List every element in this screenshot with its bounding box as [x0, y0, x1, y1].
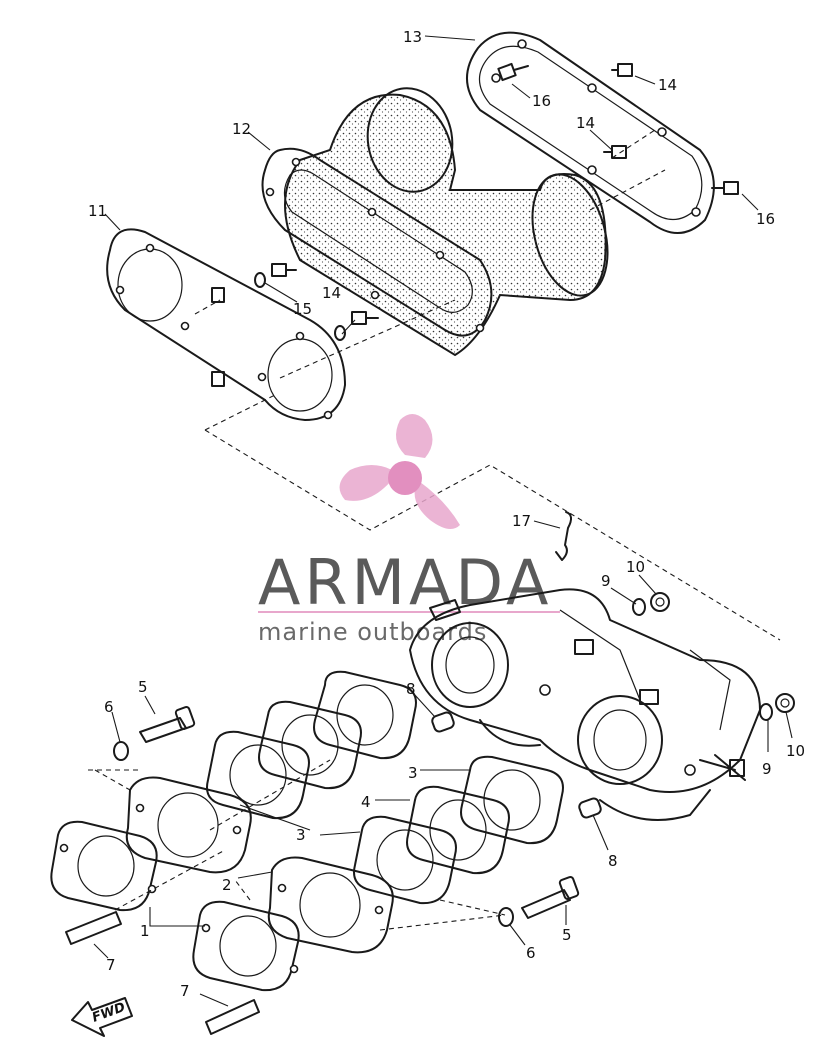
- gasket-4-right: [406, 785, 510, 875]
- stud-7-bottom: [205, 999, 260, 1035]
- collar-8-left: [431, 711, 455, 733]
- screw-14-middle: [603, 145, 627, 159]
- gasket-1-upper: [50, 820, 158, 912]
- callout-10-upper: 10: [626, 558, 645, 576]
- callout-5-right: 5: [562, 926, 572, 944]
- callout-15: 15: [293, 300, 312, 318]
- callout-7-bottom: 7: [180, 982, 190, 1000]
- callout-16-top: 16: [532, 92, 551, 110]
- washer-6-left: [113, 741, 129, 761]
- stud-7-left: [65, 911, 122, 945]
- callout-8-right: 8: [608, 852, 618, 870]
- propeller-icon: [339, 414, 460, 529]
- callout-4: 4: [361, 793, 371, 811]
- callout-8-left: 8: [406, 680, 416, 698]
- carburetor-assembly: [409, 588, 761, 821]
- collar-8-right: [578, 797, 602, 819]
- nut-10-lower: [775, 693, 795, 713]
- screw-14-b: [351, 311, 379, 325]
- gasket-3-upper: [313, 670, 417, 760]
- callout-14-top: 14: [658, 76, 677, 94]
- gasket-4-upper: [258, 700, 362, 790]
- gasket-plate-11: [106, 228, 346, 421]
- gasket-3-mid: [206, 730, 310, 820]
- washer-6-right: [498, 907, 514, 927]
- callout-9-lower: 9: [762, 760, 772, 778]
- spacer-2-lower: [267, 856, 394, 954]
- gasket-1-lower: [192, 900, 300, 992]
- callout-10-lower: 10: [786, 742, 805, 760]
- stud-5-left: [139, 706, 196, 743]
- screw-14-a: [271, 263, 297, 277]
- callout-3-mid: 3: [296, 826, 306, 844]
- callout-5-left: 5: [138, 678, 148, 696]
- washer-9-upper: [632, 598, 646, 616]
- brand-tagline: marine outboards: [258, 618, 487, 646]
- gasket-3-right-low: [353, 815, 457, 905]
- washer-15-a: [254, 272, 266, 288]
- callout-3-upper: 3: [408, 764, 418, 782]
- callout-12: 12: [232, 120, 251, 138]
- callout-6-left: 6: [104, 698, 114, 716]
- screw-14-top: [611, 63, 633, 77]
- cover-plate-13: [466, 31, 715, 234]
- gasket-3-right: [460, 755, 564, 845]
- nut-10-upper: [650, 592, 670, 612]
- callout-6-right: 6: [526, 944, 536, 962]
- callout-14-silencer: 14: [322, 284, 341, 302]
- callout-11: 11: [88, 202, 107, 220]
- callout-1: 1: [140, 922, 150, 940]
- intake-silencer-12: [261, 87, 609, 357]
- callout-16-right: 16: [756, 210, 775, 228]
- callout-9-upper: 9: [601, 572, 611, 590]
- screw-16-top: [497, 62, 529, 82]
- spacer-2-upper: [125, 776, 252, 874]
- fwd-arrow-icon: FWD: [71, 997, 133, 1037]
- callout-7-left: 7: [106, 956, 116, 974]
- screw-16-right: [711, 181, 739, 195]
- callout-13: 13: [403, 28, 422, 46]
- brand-name: ARMADA: [258, 546, 552, 619]
- spring-clip-17: [555, 511, 572, 561]
- washer-9-lower: [759, 703, 773, 721]
- callout-14-middle: 14: [576, 114, 595, 132]
- callout-17: 17: [512, 512, 531, 530]
- washer-15-b: [334, 325, 346, 341]
- stud-5-right: [521, 876, 580, 919]
- callout-2: 2: [222, 876, 232, 894]
